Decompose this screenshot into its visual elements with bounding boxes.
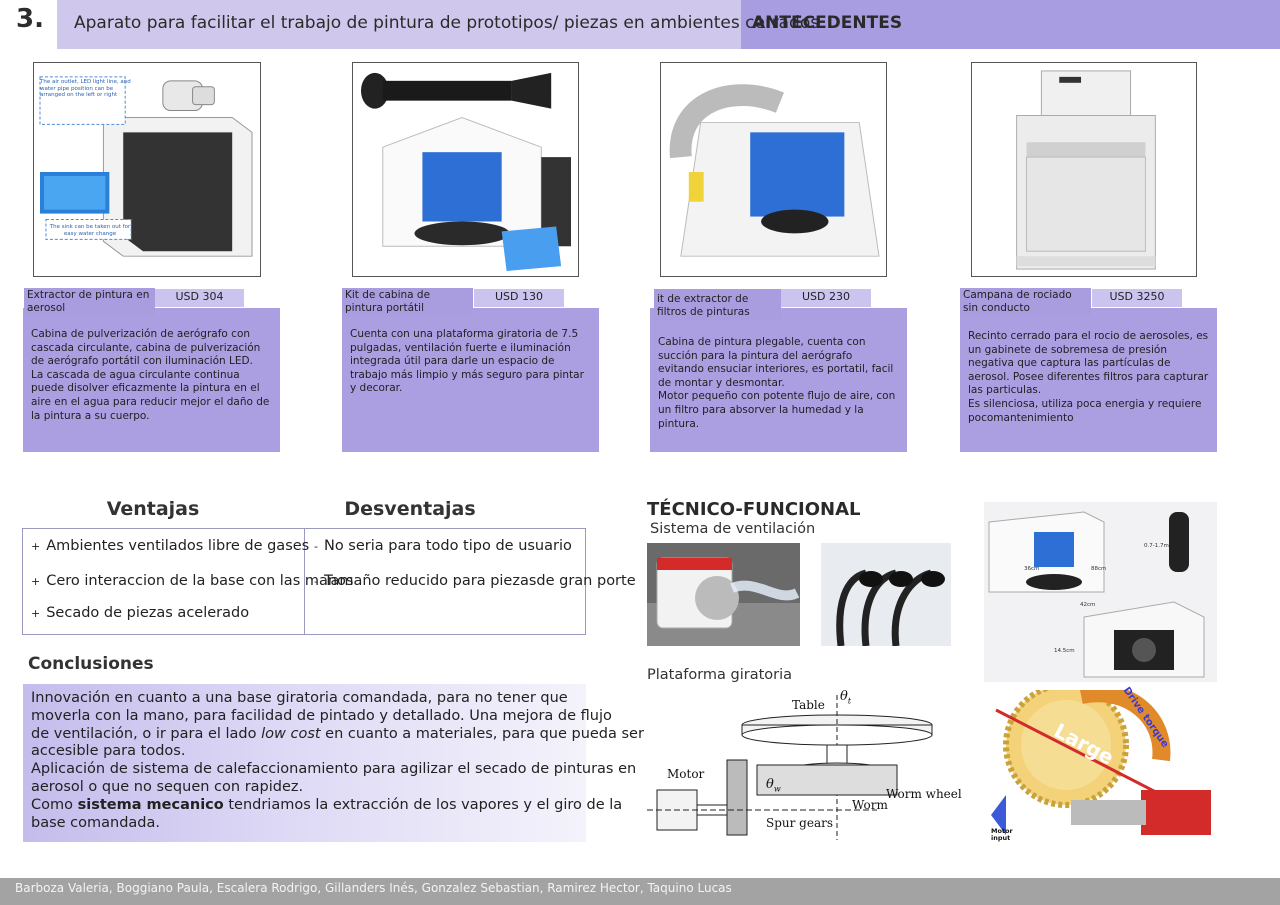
product-1-price: USD 304 (155, 289, 244, 307)
conclusion-line: Como sistema mecanico tendriamos la extr… (31, 796, 623, 813)
desventaja-item: -No seria para todo tipo de usuario (314, 538, 572, 554)
product-3-price: USD 230 (781, 289, 871, 307)
motor-input-label: Motor input (991, 827, 1013, 842)
diagram-label-theta-t: θt (840, 689, 852, 706)
page-title: Aparato para facilitar el trabajo de pin… (74, 13, 820, 33)
booth-dimensions-image (984, 502, 1217, 682)
conclusiones-title: Conclusiones (28, 654, 154, 674)
diagram-label-worm: Worm (852, 798, 888, 812)
product-4-image (971, 62, 1197, 277)
conclusion-line: moverla con la mano, para facilidad de p… (31, 707, 612, 724)
diagram-label-spur-gears: Spur gears (766, 816, 834, 830)
ventilacion-subtitle: Sistema de ventilación (650, 521, 816, 537)
product-1-name: Extractor de pintura en aerosol (24, 288, 155, 316)
ventaja-item: +Secado de piezas acelerado (31, 605, 250, 621)
product-2-price: USD 130 (474, 289, 564, 307)
conclusion-line: Aplicación de sistema de calefaccionamie… (31, 761, 637, 778)
dim-label: 88cm (1091, 566, 1107, 572)
diagram-label-theta-w: θw (766, 777, 781, 794)
product-4-price: USD 3250 (1092, 289, 1182, 307)
header-band (57, 0, 741, 49)
slide-number: 3. (16, 4, 44, 34)
product-2-description: Cuenta con una plataforma giratoria de 7… (342, 308, 599, 452)
conclusion-line: aerosol o que no sequen con rapidez. (31, 778, 304, 795)
conclusion-line: de ventilación, o ir para el lado low co… (31, 725, 644, 742)
section-title: ANTECEDENTES (752, 13, 903, 33)
product-4-name: Campana de rociado sin conducto (960, 288, 1091, 316)
product-1-image-note-2: The sink can be taken out for easy water… (49, 224, 131, 237)
product-2-image (352, 62, 579, 277)
dim-label: 0.7-1.7m (1144, 543, 1169, 549)
table-divider (304, 528, 305, 635)
large-gear-image (991, 690, 1217, 845)
product-2-name: Kit de cabina de pintura portátil (342, 288, 473, 316)
fan-image (647, 543, 800, 646)
product-4-description: Recinto cerrado para el rocio de aerosol… (960, 308, 1217, 452)
ventaja-item: +Ambientes ventilados libre de gases (31, 538, 310, 554)
ventajas-title: Ventajas (106, 498, 200, 520)
product-3-name: it de extractor de filtros de pinturas (654, 289, 781, 320)
product-1-image (33, 62, 261, 277)
product-3-image (660, 62, 887, 277)
product-1-description: Cabina de pulverización de aerógrafo con… (23, 308, 280, 452)
conclusiones-box: Innovación en cuanto a una base giratori… (23, 684, 644, 842)
plataforma-subtitle: Plataforma giratoria (647, 667, 793, 683)
diagram-label-worm-wheel: Worm wheel (886, 787, 962, 801)
product-3-description: Cabina de pintura plegable, cuenta con s… (650, 308, 907, 452)
conclusion-line: base comandada. (31, 814, 161, 831)
diagram-label-motor: Motor (667, 767, 705, 781)
conclusion-line: accesible para todos. (31, 743, 186, 760)
dim-label: 42cm (1080, 602, 1096, 608)
desventajas-title: Desventajas (344, 498, 476, 520)
worm-gear-diagram (647, 690, 951, 845)
product-1-image-note-1: The air outlet, LED light line, and wate… (40, 79, 131, 98)
extractor-arms-image (821, 543, 951, 647)
desventaja-item: -Tamaño reducido para piezasde gran port… (314, 573, 636, 589)
section-band (741, 0, 1280, 49)
footer-band (0, 878, 1280, 905)
authors: Barboza Valeria, Boggiano Paula, Escaler… (15, 881, 732, 895)
tecnico-title: TÉCNICO-FUNCIONAL (647, 499, 861, 520)
ventaja-item: +Cero interaccion de la base con las man… (31, 573, 354, 589)
diagram-label-table: Table (792, 698, 825, 712)
conclusion-line: Innovación en cuanto a una base giratori… (31, 690, 568, 706)
dim-label: 14.5cm (1054, 648, 1075, 654)
dim-label: 36cm (1024, 566, 1040, 572)
